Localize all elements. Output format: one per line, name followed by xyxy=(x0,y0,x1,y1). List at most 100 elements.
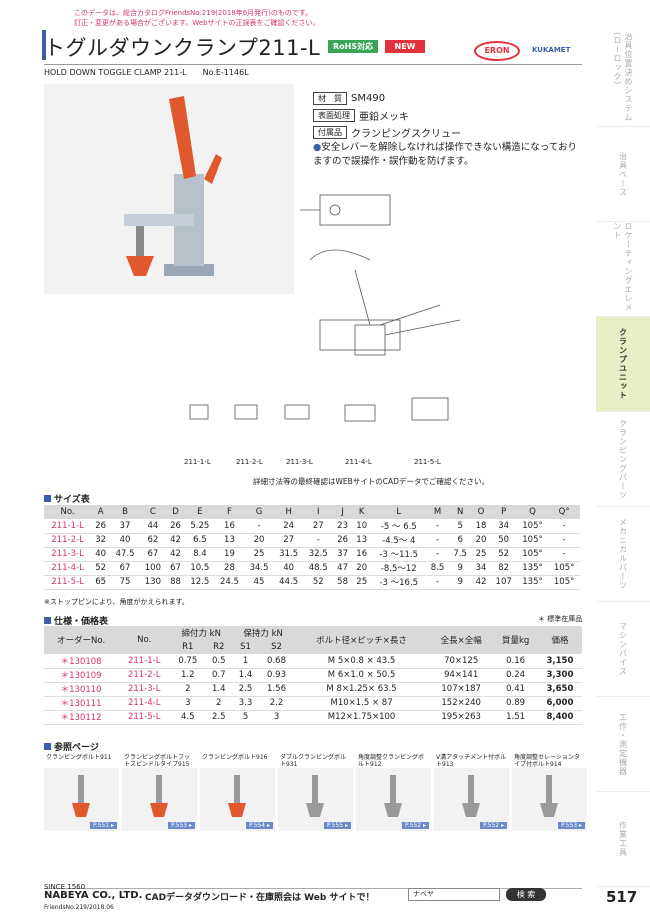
kukamet-logo: KUKAMET xyxy=(532,46,571,54)
table-cell: 1.51 xyxy=(506,712,526,722)
table-cell: -4.5～ 4 xyxy=(382,536,416,546)
table-cell: M 5×0.8 × 43.5 xyxy=(327,655,396,666)
table-cell: 88 xyxy=(170,577,181,587)
table-cell: 211-1-L xyxy=(51,520,84,531)
table-cell: 34 xyxy=(475,563,487,573)
table-cell: 3,150 xyxy=(546,655,574,666)
side-tab[interactable]: 治具ベース xyxy=(596,127,650,222)
footer-divider xyxy=(44,888,582,889)
table-cell: 0.68 xyxy=(267,655,286,666)
table-cell: 47.5 xyxy=(115,549,135,559)
table-cell: 25 xyxy=(253,549,265,559)
table-cell: 27 xyxy=(283,535,295,545)
table-cell: 44 xyxy=(147,520,159,531)
stock-note: ＊ 標準在庫品 xyxy=(538,615,583,623)
clamp-photo-icon xyxy=(124,96,222,276)
table-cell: 0.93 xyxy=(267,670,286,680)
page-number: 517 xyxy=(606,888,638,906)
table-cell: 26 xyxy=(337,535,348,545)
table-cell: 211-5-L xyxy=(127,712,161,722)
model-label-5: 211-5-L xyxy=(414,458,441,466)
table-cell: 0.16 xyxy=(506,655,526,666)
table-cell: 47 xyxy=(337,563,348,573)
price-subheader: S1 xyxy=(232,640,259,654)
table-cell: 10 xyxy=(356,520,368,531)
product-photo xyxy=(44,84,294,294)
side-tab[interactable]: クランピングパーツ xyxy=(596,412,650,507)
size-header: C xyxy=(139,505,166,519)
size-header: B xyxy=(110,505,140,519)
search-input[interactable]: ナベヤ xyxy=(408,888,500,901)
since-label: SINCE 1560 xyxy=(44,883,86,891)
side-tab[interactable]: 治具位置決めシステム(ローロック) xyxy=(596,32,650,127)
table-cell: 20 xyxy=(253,535,265,545)
side-tab[interactable]: メカニカルパーツ xyxy=(596,507,650,602)
table-cell: - xyxy=(562,535,566,545)
side-tab[interactable]: 工作・測定機器 xyxy=(596,697,650,792)
table-cell: 32.5 xyxy=(308,549,328,559)
side-tab-label: クランプユニット xyxy=(618,328,628,400)
side-tab[interactable]: クランプユニット xyxy=(596,317,650,412)
side-tab[interactable]: 作業工具 xyxy=(596,792,650,887)
table-cell: 67 xyxy=(119,563,131,573)
table-cell: 135° xyxy=(522,577,543,587)
size-header: D xyxy=(165,505,186,519)
size-header: No. xyxy=(44,505,92,519)
table-cell: 3,300 xyxy=(546,670,574,680)
table-cell: 20 xyxy=(475,535,487,545)
table-cell: 42 xyxy=(170,535,181,545)
table-cell: 45 xyxy=(253,577,265,587)
side-tab[interactable]: マシンバイス xyxy=(596,602,650,697)
page-link[interactable]: P.552 ▸ xyxy=(402,822,429,829)
page-link[interactable]: P.555 ▸ xyxy=(324,822,351,829)
bolt-icon xyxy=(228,775,246,817)
side-tab-label: 治具ベース xyxy=(618,151,628,197)
divider xyxy=(44,64,582,65)
size-header: O xyxy=(471,505,491,519)
table-cell: 42 xyxy=(475,577,487,587)
table-cell: - xyxy=(562,520,566,531)
page-link[interactable]: P.553 ▸ xyxy=(558,822,585,829)
reference-label: クランピングボルト916 xyxy=(200,753,275,768)
page-link[interactable]: P.551 ▸ xyxy=(90,822,117,829)
table-cell: M 6×1.0 × 50.5 xyxy=(327,670,396,680)
table-cell: 3,650 xyxy=(546,684,574,694)
search-button[interactable]: 検 索 xyxy=(506,888,546,901)
table-cell: 100 xyxy=(144,563,161,573)
table-cell: 26 xyxy=(95,520,107,531)
table-cell: 211-2-L xyxy=(51,535,84,545)
model-label-2: 211-2-L xyxy=(236,458,263,466)
page-link[interactable]: P.554 ▸ xyxy=(246,822,273,829)
side-tab[interactable]: ロケーティングエレメント xyxy=(596,222,650,317)
table-cell: - xyxy=(436,520,440,531)
table-cell: 105° xyxy=(522,520,543,531)
table-cell: 1.2 xyxy=(181,670,195,680)
page-link[interactable]: P.552 ▸ xyxy=(480,822,507,829)
side-tab-label: メカニカルパーツ xyxy=(618,518,628,590)
size-header: N xyxy=(448,505,472,519)
table-cell: 4.5 xyxy=(181,712,195,722)
page-link[interactable]: P.553 ▸ xyxy=(168,822,195,829)
size-table-title: サイズ表 xyxy=(44,492,90,505)
table-cell: 107×187 xyxy=(441,684,481,694)
new-badge: NEW xyxy=(385,40,425,53)
table-cell: 5.25 xyxy=(190,520,210,531)
table-cell: -3 ～16.5 xyxy=(379,578,419,588)
table-cell: 24.5 xyxy=(219,577,239,587)
table-cell: 1.56 xyxy=(267,684,286,694)
feature-bullet: ●安全レバーを解除しなければ操作できない構造になっておりますので誤操作・誤作動を… xyxy=(313,142,578,167)
table-cell: 67 xyxy=(170,563,181,573)
table-cell: -5 ～ 6.5 xyxy=(380,521,417,532)
table-cell: 0.89 xyxy=(506,698,526,708)
table-cell: 105° xyxy=(522,535,543,545)
catalog-edition: FriendsNo.219/2018.06 xyxy=(44,904,114,911)
table-cell: 26 xyxy=(170,520,181,531)
